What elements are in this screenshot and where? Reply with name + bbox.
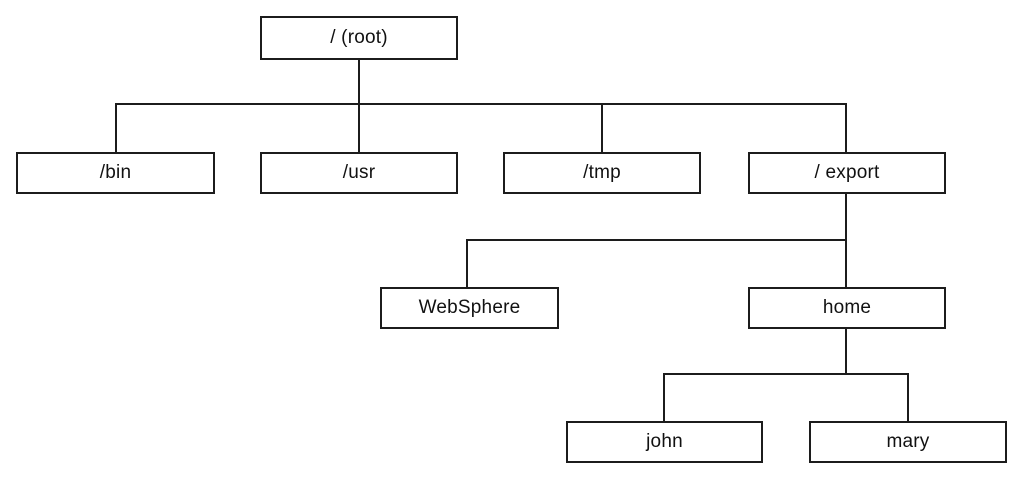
connector-export-drop [845,103,847,152]
connector-level2-rail [115,103,847,105]
tree-node-root: / (root) [260,16,458,60]
tree-node-john: john [566,421,763,463]
tree-node-home: home [748,287,946,329]
connector-export-stem [845,194,847,287]
connector-tmp-drop [601,103,603,152]
connector-root-stem [358,60,360,104]
connector-usr-drop [358,103,360,152]
connector-mary-drop [907,373,909,421]
tree-node-tmp: /tmp [503,152,701,194]
tree-node-usr: /usr [260,152,458,194]
tree-node-bin: /bin [16,152,215,194]
tree-node-mary: mary [809,421,1007,463]
tree-node-websphere: WebSphere [380,287,559,329]
connector-home-stem [845,329,847,375]
connector-level3-rail [466,239,846,241]
connector-john-drop [663,373,665,421]
connector-bin-drop [115,103,117,152]
connector-websphere-drop [466,239,468,287]
tree-node-export: / export [748,152,946,194]
connector-level4-rail [663,373,909,375]
